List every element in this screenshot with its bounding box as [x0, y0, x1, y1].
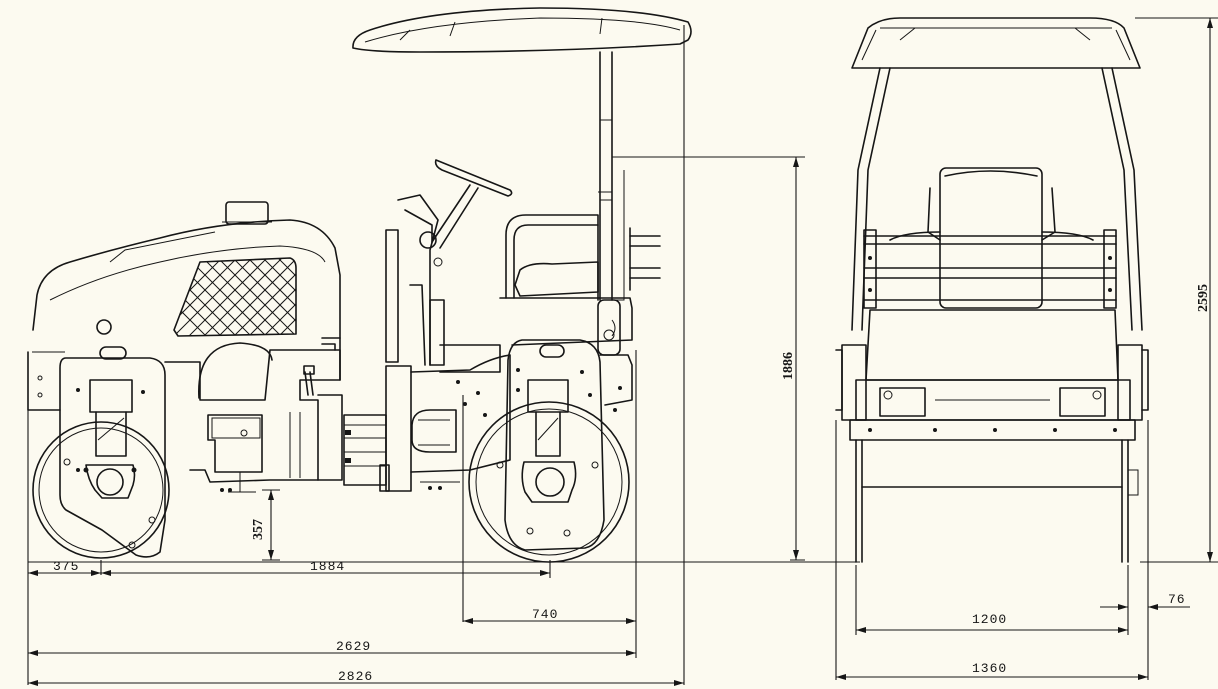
rear-frame — [410, 354, 511, 490]
seat-front — [889, 167, 1094, 309]
canopy-front — [851, 17, 1141, 69]
rear-drum-side-plate — [504, 339, 605, 551]
front-drum — [32, 346, 170, 559]
rear-drum — [468, 339, 633, 563]
chassis — [164, 337, 412, 493]
rops-posts — [851, 67, 1143, 331]
dimension-2826: 2826 — [338, 669, 373, 684]
seat — [514, 261, 599, 297]
engine-hood — [27, 201, 341, 411]
side-view: 375 1884 740 2629 2826 357 1886 — [27, 7, 860, 686]
dimension-740: 740 — [532, 607, 558, 622]
drum-front — [855, 439, 1139, 563]
operator-station — [385, 159, 661, 373]
side-dimensions — [27, 25, 860, 686]
front-drum-side-plate — [59, 357, 166, 558]
front-dimensions — [835, 17, 1218, 680]
dimension-1360: 1360 — [972, 661, 1007, 676]
front-body — [835, 309, 1149, 441]
dimension-2595: 2595 — [1196, 284, 1211, 312]
dimension-375: 375 — [53, 559, 79, 574]
dimension-1884: 1884 — [310, 559, 345, 574]
dimension-1200: 1200 — [972, 612, 1007, 627]
dimension-76: 76 — [1168, 592, 1186, 607]
guard-rails — [863, 229, 1117, 309]
steering-wheel — [434, 159, 513, 197]
dimension-1886: 1886 — [781, 352, 796, 380]
grille — [173, 257, 297, 337]
canopy-side — [352, 7, 692, 301]
dimension-357: 357 — [251, 519, 266, 540]
dimension-2629: 2629 — [336, 639, 371, 654]
front-view: 1200 76 1360 2595 — [835, 17, 1218, 680]
